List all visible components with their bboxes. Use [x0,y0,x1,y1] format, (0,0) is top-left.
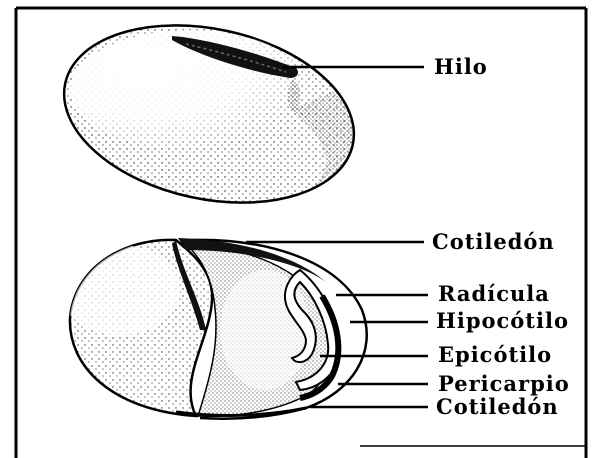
labels: Hilo Cotiledón Radícula Hipocótilo Epicó… [432,54,570,419]
label-hipocotilo: Hipocótilo [436,308,569,333]
whole-seed [48,0,371,227]
label-hilo: Hilo [434,54,488,79]
label-radicula: Radícula [438,281,550,306]
cut-seed [60,230,367,430]
label-epicotilo: Epicótilo [438,342,552,367]
label-cotiledon-bottom: Cotiledón [436,394,559,419]
label-cotiledon-top: Cotiledón [432,229,555,254]
label-pericarpio: Pericarpio [438,371,570,396]
